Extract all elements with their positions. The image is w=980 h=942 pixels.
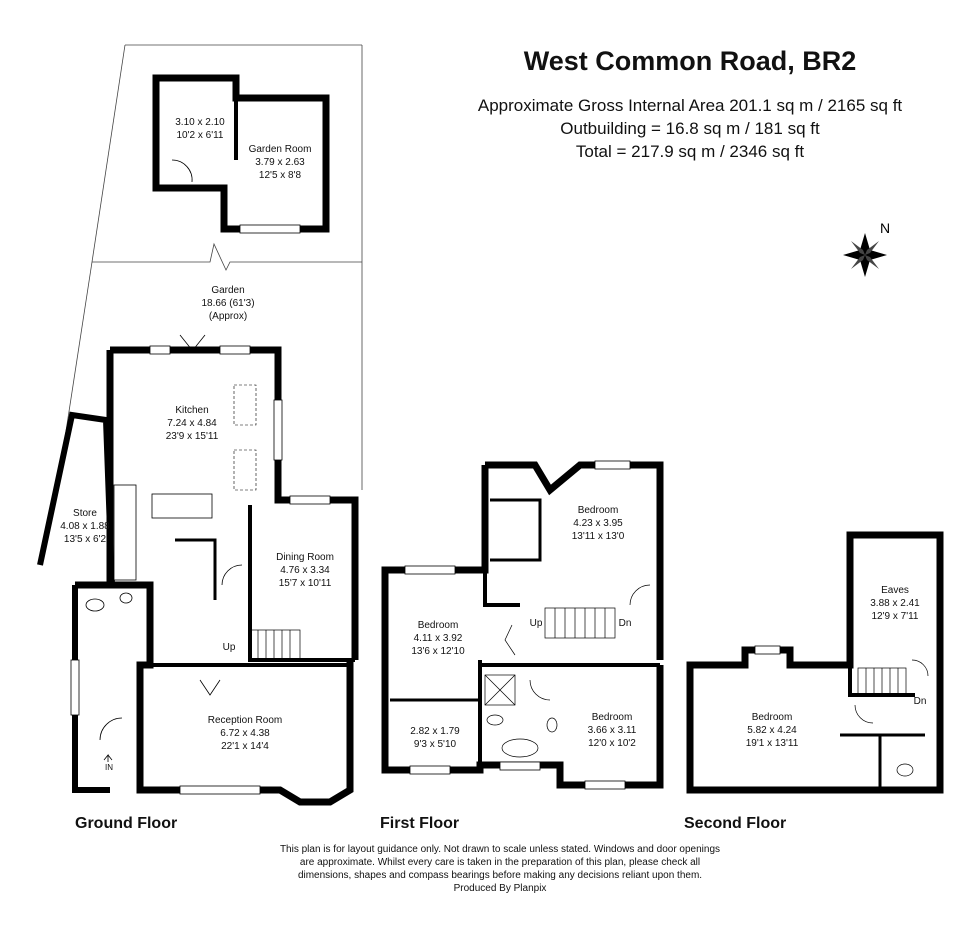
dining-room-dim-imperial: 15'7 x 10'11	[279, 578, 332, 589]
dining-room-dim-metric: 4.76 x 3.34	[280, 565, 330, 576]
first-floor-stair-up-label: Up	[530, 618, 543, 629]
gross-area-line: Approximate Gross Internal Area 201.1 sq…	[477, 96, 903, 115]
ground-floor-stair-up-label: Up	[223, 642, 236, 653]
outbuilding-area-line: Outbuilding = 16.8 sq m / 181 sq ft	[560, 119, 820, 138]
outbuilding-store-dim-metric: 3.10 x 2.10	[175, 117, 225, 128]
store-dim-metric: 4.08 x 1.88	[60, 521, 110, 532]
first-floor-bedroom-3-dim-imperial: 12'0 x 10'2	[588, 738, 636, 749]
garden-room-label: Garden Room	[249, 144, 312, 155]
dining-room-label: Dining Room	[276, 552, 334, 563]
reception-room-dim-imperial: 22'1 x 14'4	[221, 741, 269, 752]
first-floor-bedroom-1-label: Bedroom	[578, 505, 619, 516]
total-area-line: Total = 217.9 sq m / 2346 sq ft	[575, 142, 805, 161]
second-floor-stair-down-label: Dn	[914, 696, 927, 707]
second-floor-bedroom-dim-imperial: 19'1 x 13'11	[746, 738, 799, 749]
first-floor-bedroom-2-dim-imperial: 13'6 x 12'10	[411, 646, 465, 657]
disclaimer-line: This plan is for layout guidance only. N…	[279, 844, 721, 855]
compass-north-label: N	[880, 220, 890, 236]
reception-room-label: Reception Room	[208, 715, 282, 726]
eaves-dim-imperial: 12'9 x 7'11	[871, 611, 918, 622]
first-floor-bedroom-2-label: Bedroom	[418, 620, 459, 631]
disclaimer-line: are approximate. Whilst every care is ta…	[299, 857, 701, 868]
kitchen-label: Kitchen	[175, 405, 208, 416]
compass-rose-icon	[843, 233, 887, 277]
kitchen-dim-imperial: 23'9 x 15'11	[166, 431, 219, 442]
plan-title: West Common Road, BR2	[523, 46, 857, 76]
first-floor	[381, 460, 664, 790]
garden-dim: 18.66 (61'3)	[201, 298, 254, 309]
first-floor-bedroom-3-label: Bedroom	[592, 712, 633, 723]
second-floor-bedroom-label: Bedroom	[752, 712, 793, 723]
store-label: Store	[73, 508, 97, 519]
kitchen-dim-metric: 7.24 x 4.84	[167, 418, 217, 429]
entrance-label: IN	[105, 763, 113, 772]
first-floor-label: First Floor	[380, 815, 460, 832]
first-floor-bedroom-2-dim-metric: 4.11 x 3.92	[414, 633, 463, 644]
garden-room-dim-imperial: 12'5 x 8'8	[259, 170, 302, 181]
producer-credit: Produced By Planpix	[453, 883, 547, 894]
ground-floor-label: Ground Floor	[75, 815, 178, 832]
first-floor-bedroom-3-dim-metric: 3.66 x 3.11	[588, 725, 637, 736]
eaves-dim-metric: 3.88 x 2.41	[870, 598, 920, 609]
reception-room-dim-metric: 6.72 x 4.38	[220, 728, 270, 739]
garden-approx: (Approx)	[209, 311, 247, 322]
first-floor-small-room-dim-metric: 2.82 x 1.79	[410, 726, 460, 737]
first-floor-small-room-dim-imperial: 9'3 x 5'10	[414, 739, 457, 750]
store-dim-imperial: 13'5 x 6'2	[64, 534, 107, 545]
ground-floor	[37, 334, 359, 806]
first-floor-stair-down-label: Dn	[619, 618, 632, 629]
disclaimer: This plan is for layout guidance only. N…	[240, 843, 760, 895]
outbuilding	[152, 74, 330, 234]
second-floor-bedroom-dim-metric: 5.82 x 4.24	[747, 725, 797, 736]
garden-room-dim-metric: 3.79 x 2.63	[255, 157, 305, 168]
disclaimer-line: dimensions, shapes and compass bearings …	[297, 870, 703, 881]
eaves-label: Eaves	[881, 585, 909, 596]
second-floor	[686, 531, 944, 794]
second-floor-label: Second Floor	[684, 815, 787, 832]
first-floor-bedroom-1-dim-imperial: 13'11 x 13'0	[572, 531, 625, 542]
garden-label: Garden	[211, 285, 244, 296]
outbuilding-store-dim-imperial: 10'2 x 6'11	[176, 130, 223, 141]
first-floor-bedroom-1-dim-metric: 4.23 x 3.95	[573, 518, 623, 529]
